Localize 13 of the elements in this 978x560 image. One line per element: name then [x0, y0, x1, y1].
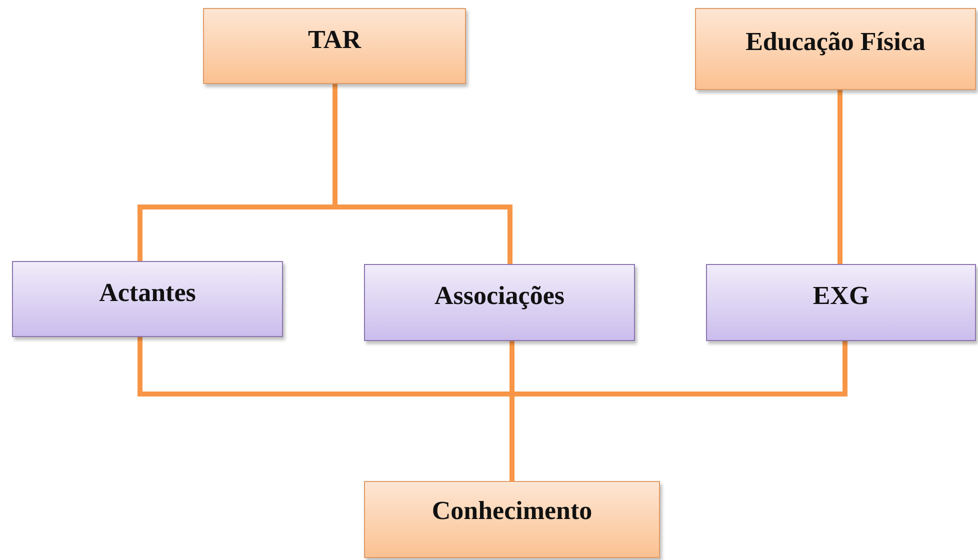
box-label: Conhecimento: [432, 496, 592, 526]
box-label: EXG: [812, 281, 870, 311]
box-label: Actantes: [99, 278, 196, 308]
box-label: Educação Física: [746, 27, 926, 57]
box-label: Associações: [434, 281, 564, 311]
process-box: [706, 264, 976, 341]
process-box: [203, 8, 466, 84]
connector-line: [838, 90, 842, 264]
process-box: [695, 8, 976, 90]
process-box: [364, 264, 635, 341]
box-label: TAR: [308, 25, 361, 55]
process-box: [364, 481, 660, 558]
process-box: [12, 261, 283, 337]
